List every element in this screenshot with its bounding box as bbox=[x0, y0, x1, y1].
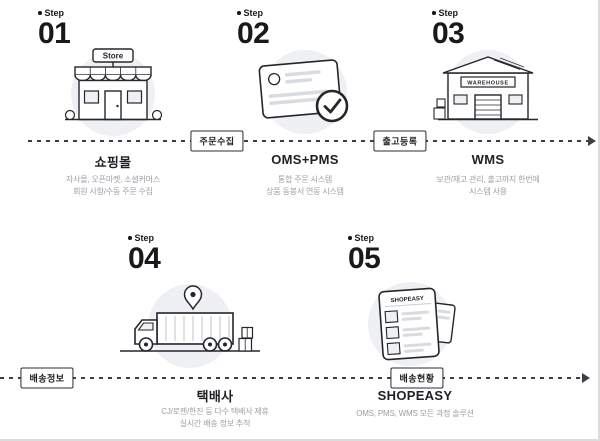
step-dot-icon bbox=[237, 11, 241, 15]
step-2-title: OMS+PMS bbox=[271, 152, 339, 167]
badge-delivery-status: 배송현황 bbox=[390, 367, 444, 389]
step-1-header: Step 01 bbox=[38, 8, 71, 50]
step-label: Step bbox=[354, 233, 375, 243]
step-5-header: Step 05 bbox=[348, 233, 381, 275]
step-number: 04 bbox=[128, 242, 161, 275]
step-3-header: Step 03 bbox=[432, 8, 465, 50]
checkmark-circle-icon bbox=[315, 89, 349, 123]
shopeasy-sign-text: SHOPEASY bbox=[390, 296, 424, 304]
shopeasy-device-illustration: SHOPEASY bbox=[368, 282, 456, 366]
step-label: Step bbox=[438, 8, 459, 18]
desc-line-1: 통합 주문 시스템 bbox=[277, 175, 333, 184]
step-2-desc: 통합 주문 시스템 상품 동봉서 연동 시스템 bbox=[220, 174, 390, 198]
arrow-right-icon bbox=[588, 136, 596, 146]
store-sign-text: Store bbox=[103, 52, 124, 61]
desc-line-1: 보관/재고 관리, 출고까지 한번에 bbox=[436, 175, 540, 184]
step-1-title: 쇼핑몰 bbox=[94, 155, 132, 170]
step-label: Step bbox=[134, 233, 155, 243]
step-2-header: Step 02 bbox=[237, 8, 270, 50]
warehouse-sign-text: WAREHOUSE bbox=[467, 81, 508, 87]
step-3-desc: 보관/재고 관리, 출고까지 한번에 시스템 사용 bbox=[403, 174, 573, 198]
step-label-row: Step bbox=[348, 233, 380, 243]
warehouse-illustration: WAREHOUSE bbox=[433, 50, 538, 134]
location-pin-icon bbox=[183, 285, 203, 311]
arrow-right-icon bbox=[582, 373, 590, 383]
step-label-row: Step bbox=[128, 233, 160, 243]
oms-tablet-illustration bbox=[258, 50, 349, 134]
flow-line-top bbox=[28, 136, 596, 146]
truck-illustration bbox=[120, 284, 260, 368]
step-label: Step bbox=[44, 8, 65, 18]
desc-line-1: 자사몰, 오픈마켓, 소셜커머스 bbox=[65, 175, 160, 184]
desc-line-1: OMS, PMS, WMS 모든 과정 솔루션 bbox=[356, 409, 474, 418]
step-4-title: 택배사 bbox=[196, 389, 234, 404]
flow-line-bottom bbox=[0, 373, 590, 383]
badge-delivery-info: 배송정보 bbox=[20, 367, 74, 389]
desc-line-2: 시스템 사용 bbox=[469, 187, 507, 196]
step-3-title: WMS bbox=[471, 152, 505, 167]
step-number: 01 bbox=[38, 17, 71, 50]
badge-order-collection: 주문수집 bbox=[190, 130, 244, 152]
step-5-title: SHOPEASY bbox=[377, 388, 453, 403]
step-number: 03 bbox=[432, 17, 465, 50]
step-label-row: Step bbox=[38, 8, 70, 18]
step-dot-icon bbox=[348, 236, 352, 240]
step-number: 05 bbox=[348, 242, 381, 275]
desc-line-2: 실시간 배송 정보 추적 bbox=[179, 419, 251, 428]
step-dot-icon bbox=[38, 11, 42, 15]
step-4-desc: CJ/로젠/한진 등 다수 택배사 제휴 실시간 배송 정보 추적 bbox=[130, 406, 300, 430]
desc-line-2: 상품 동봉서 연동 시스템 bbox=[266, 187, 344, 196]
step-label-row: Step bbox=[432, 8, 464, 18]
step-4-header: Step 04 bbox=[128, 233, 161, 275]
store-illustration: Store bbox=[64, 48, 163, 136]
step-label: Step bbox=[243, 8, 264, 18]
step-5-desc: OMS, PMS, WMS 모든 과정 솔루션 bbox=[330, 408, 500, 420]
step-dot-icon bbox=[128, 236, 132, 240]
desc-line-2: 회원 사항/수동 주문 수집 bbox=[73, 187, 153, 196]
step-1-desc: 자사몰, 오픈마켓, 소셜커머스 회원 사항/수동 주문 수집 bbox=[28, 174, 198, 198]
step-label-row: Step bbox=[237, 8, 269, 18]
desc-line-1: CJ/로젠/한진 등 다수 택배사 제휴 bbox=[161, 407, 269, 416]
badge-outbound-registration: 출고등록 bbox=[373, 130, 427, 152]
step-number: 02 bbox=[237, 17, 270, 50]
step-dot-icon bbox=[432, 11, 436, 15]
